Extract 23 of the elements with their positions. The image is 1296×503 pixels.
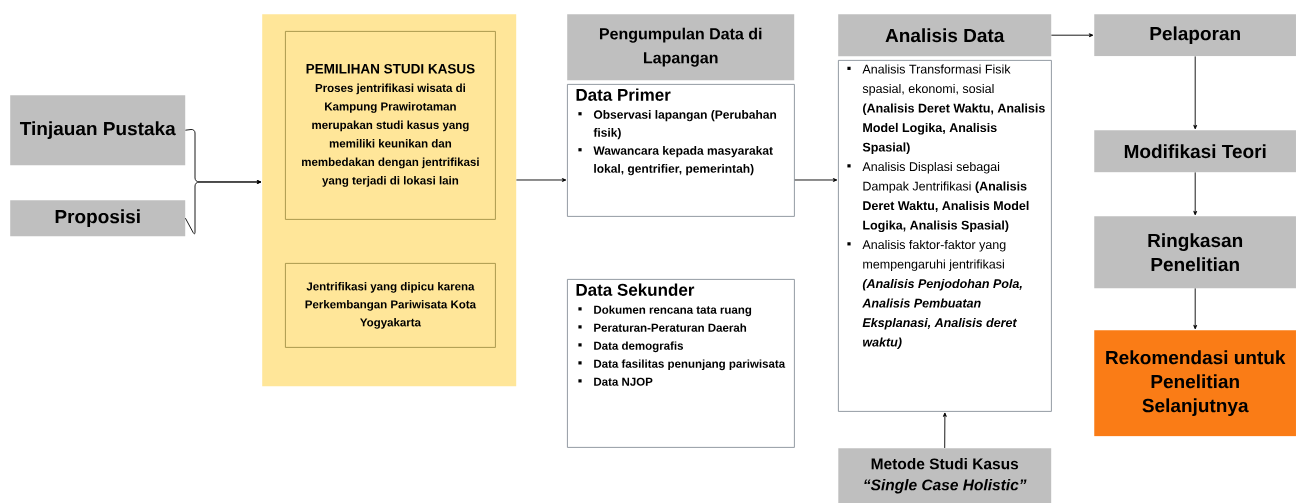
process-box: Rekomendasi untuk Penelitian Selanjutnya <box>1094 330 1296 437</box>
process-box: Metode Studi Kasus “Single Case Holistic” <box>838 448 1052 503</box>
arrow <box>794 178 838 182</box>
arrow <box>515 178 567 182</box>
panel-background <box>262 14 517 387</box>
process-box: Analisis Transformasi Fisik spasial, ekonomi, sosial (Analisis Deret Waktu, Analisis Model Logika, Analisis Spasial) Analisis Displasi sebagai Dampak Jentrifikasi (Analisis Deret Waktu, Analisis Model Logika, Analisis Spasial) Analisis faktor-faktor yang mempengaruhi jentrifikasi (Analisis Penjodohan Pola, Analisis Pembuatan Eksplanasi, Analisis deret waktu) <box>838 60 1052 412</box>
process-box: Data Sekunder Dokumen rencana tata ruang Peraturan-Peraturan Daerah Data demografis Data fasilitas penunjang pariwisata Data NJOP <box>567 279 795 448</box>
arrow <box>942 412 947 449</box>
arrow <box>1050 33 1094 38</box>
arrow <box>1193 55 1198 130</box>
arrow <box>1193 287 1198 330</box>
process-box: Modifikasi Teori <box>1094 130 1296 173</box>
process-box: Pelaporan <box>1094 14 1296 57</box>
arrow <box>184 180 262 235</box>
process-box: Jentrifikasi yang dipicu karena Perkembangan Pariwisata Kota Yogyakarta <box>285 263 496 348</box>
process-box: Pengumpulan Data di Lapangan <box>567 14 795 81</box>
process-box: Data Primer Observasi lapangan (Perubahan fisik) Wawancara kepada masyarakat lokal, gentrifier, pemerintah) <box>567 84 795 217</box>
process-box: Ringkasan Penelitian <box>1094 216 1296 289</box>
process-box: PEMILIHAN STUDI KASUS Proses jentrifikasi wisata di Kampung Prawirotaman merupakan studi kasus yang memiliki keunikan dan membedakan dengan jentrifikasi yang terjadi di lokasi lain <box>285 31 496 220</box>
arrow <box>1193 171 1198 216</box>
process-box: Tinjauan Pustaka <box>10 95 186 166</box>
process-box: Analisis Data <box>838 14 1052 57</box>
process-box: Proposisi <box>10 200 186 237</box>
